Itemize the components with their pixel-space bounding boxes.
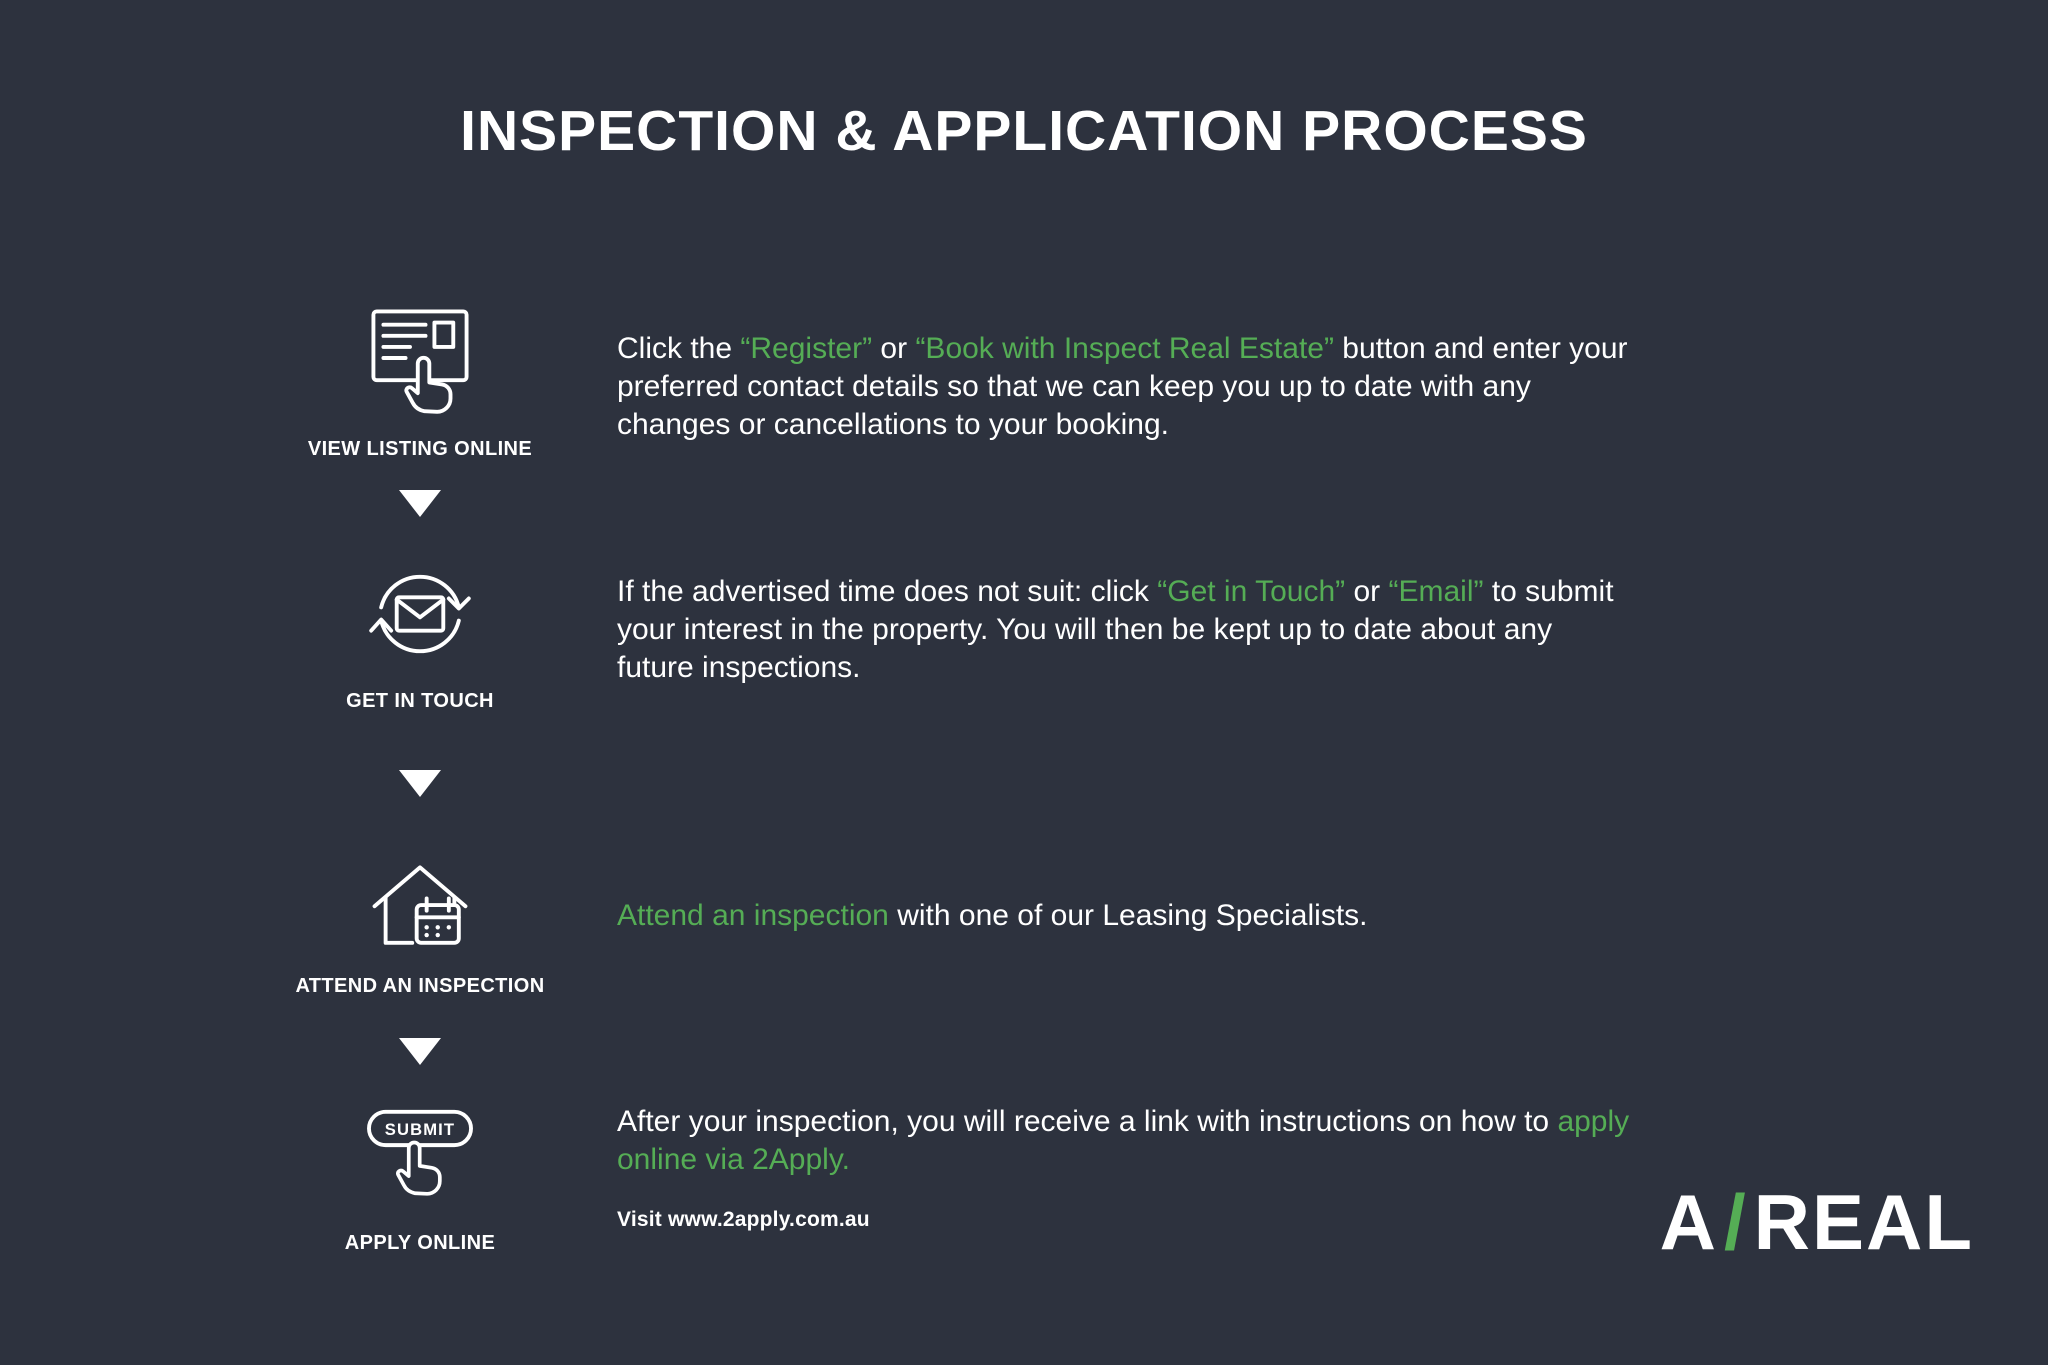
step-1-icon-block — [350, 298, 490, 418]
page-title: INSPECTION & APPLICATION PROCESS — [460, 99, 1588, 163]
cursor-hand-icon — [404, 355, 453, 414]
areal-logo: A/REAL — [1660, 1183, 1974, 1261]
highlight-phrase: “Get in Touch” — [1157, 575, 1346, 608]
house-calendar-icon — [372, 865, 468, 945]
body-text: Click the — [617, 332, 741, 365]
step-label-get-in-touch: GET IN TOUCH — [346, 690, 494, 712]
email-refresh-icon — [369, 574, 471, 654]
step-4-description: After your inspection, you will receive … — [617, 1103, 1632, 1179]
step-2-icon-block — [350, 553, 490, 675]
listing-cursor-icon — [371, 309, 469, 414]
highlight-phrase: Attend an inspection — [617, 899, 889, 932]
highlight-phrase: “Book with Inspect Real Estate” — [915, 332, 1334, 365]
step-3-description: Attend an inspection with one of our Lea… — [617, 897, 1632, 935]
step-2-description: If the advertised time does not suit: cl… — [617, 573, 1632, 687]
highlight-phrase: apply online via 2Apply. — [617, 1105, 1630, 1176]
step-1-description: Click the “Register” or “Book with Inspe… — [617, 330, 1632, 444]
visit-url-note: Visit www.2apply.com.au — [617, 1208, 870, 1231]
body-text: After your inspection, you will receive … — [617, 1105, 1558, 1138]
step-3-icon-block — [350, 843, 490, 965]
down-arrow-icon — [399, 1038, 441, 1065]
body-text: with one of our Leasing Specialists. — [888, 899, 1368, 932]
down-arrow-icon — [399, 770, 441, 797]
cursor-hand-icon — [396, 1140, 442, 1196]
logo-letter-a: A — [1659, 1178, 1718, 1266]
step-label-apply-online: APPLY ONLINE — [344, 1232, 496, 1254]
body-text: or — [1345, 575, 1389, 608]
logo-word-real: REAL — [1753, 1178, 1974, 1266]
body-text: button and enter your preferred contact … — [617, 332, 1628, 441]
step-4-icon-block: SUBMIT — [350, 1098, 490, 1210]
submit-button-label: SUBMIT — [385, 1120, 455, 1139]
body-text: to submit your interest in the property.… — [617, 575, 1614, 684]
body-text: If the advertised time does not suit: cl… — [617, 575, 1158, 608]
logo-slash-icon: / — [1723, 1178, 1748, 1266]
down-arrow-icon — [399, 490, 441, 517]
body-text: or — [872, 332, 916, 365]
submit-button-icon: SUBMIT — [367, 1109, 473, 1196]
highlight-phrase: “Email” — [1388, 575, 1484, 608]
step-label-view-listing-online: VIEW LISTING ONLINE — [307, 438, 533, 460]
highlight-phrase: “Register” — [740, 332, 873, 365]
step-label-attend-an-inspection: ATTEND AN INSPECTION — [295, 975, 545, 997]
